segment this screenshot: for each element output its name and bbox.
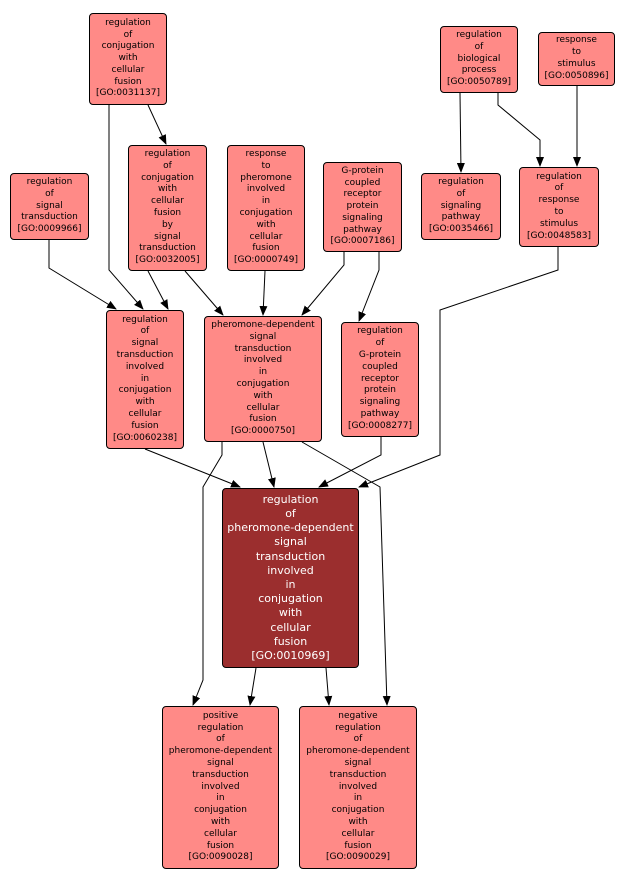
- edge-GO0000749-to-GO0000750: [259, 270, 268, 316]
- go-term-node-go0048583[interactable]: regulation of response to stimulus [GO:0…: [519, 167, 599, 247]
- go-term-node-go0007186[interactable]: G-protein coupled receptor protein signa…: [323, 162, 402, 252]
- go-term-node-go0031137[interactable]: regulation of conjugation with cellular …: [89, 13, 167, 105]
- edge-GO0048583-to-GO0010969: [144, 448, 241, 488]
- edge-GO0050789-to-GO0035466: [456, 92, 465, 173]
- edge-GO0050789-to-GO0048583: [497, 93, 544, 167]
- go-term-label: positive regulation of pheromone-depende…: [168, 710, 273, 863]
- go-term-node-go0000749[interactable]: response to pheromone involved in conjug…: [227, 145, 305, 271]
- go-term-node-go0010969[interactable]: regulation of pheromone-dependent signal…: [222, 488, 359, 668]
- edge-GO0035466-to-GO0008277: [358, 247, 559, 488]
- go-term-label: regulation of biological process [GO:005…: [446, 30, 512, 88]
- go-term-label: regulation of signaling pathway [GO:0035…: [428, 177, 494, 235]
- edge-GO0010969-to-GO0090028: [324, 667, 333, 706]
- go-term-node-go0008277[interactable]: regulation of G-protein coupled receptor…: [341, 322, 419, 437]
- go-term-label: response to stimulus [GO:0050896]: [544, 35, 609, 81]
- go-term-label: regulation of signal transduction involv…: [112, 314, 178, 443]
- go-term-node-go0090029[interactable]: negative regulation of pheromone-depende…: [299, 706, 417, 869]
- edge-GO0032005-to-GO0000750: [184, 270, 224, 316]
- edge-GO0007186-to-GO0000750: [301, 252, 345, 316]
- edge-GO0007186-to-GO0008277: [358, 252, 380, 322]
- edge-GO0031137-to-GO0060238: [108, 105, 144, 310]
- edge-GO0008277-to-GO0010969: [192, 442, 223, 706]
- go-term-node-go0000750[interactable]: pheromone-dependent signal transduction …: [204, 316, 322, 442]
- go-term-node-go0032005[interactable]: regulation of conjugation with cellular …: [128, 145, 207, 271]
- go-term-node-go0035466[interactable]: regulation of signaling pathway [GO:0035…: [421, 173, 501, 240]
- go-term-node-go0050896[interactable]: response to stimulus [GO:0050896]: [538, 32, 615, 86]
- go-term-label: regulation of conjugation with cellular …: [135, 149, 200, 266]
- edge-GO0032005-to-GO0060238: [147, 270, 169, 310]
- go-term-label: regulation of G-protein coupled receptor…: [347, 326, 413, 431]
- edge-GO0031137-to-GO0032005: [147, 104, 167, 145]
- go-term-label: regulation of conjugation with cellular …: [95, 17, 161, 99]
- go-term-label: regulation of response to stimulus [GO:0…: [526, 171, 592, 241]
- go-term-node-go0050789[interactable]: regulation of biological process [GO:005…: [440, 26, 518, 93]
- go-term-label: regulation of signal transduction [GO:00…: [17, 177, 82, 235]
- go-term-label: response to pheromone involved in conjug…: [233, 149, 299, 266]
- edge-GO0000750-to-GO0090029: [247, 667, 257, 706]
- go-term-label: G-protein coupled receptor protein signa…: [330, 165, 395, 247]
- edge-GO0000750-to-GO0010969: [318, 437, 382, 488]
- edge-GO0009966-to-GO0060238: [48, 240, 117, 310]
- go-term-label: pheromone-dependent signal transduction …: [211, 320, 315, 437]
- go-term-node-go0090028[interactable]: positive regulation of pheromone-depende…: [162, 706, 279, 869]
- go-term-label: negative regulation of pheromone-depende…: [306, 710, 410, 863]
- go-term-label: regulation of pheromone-dependent signal…: [227, 492, 354, 663]
- edge-GO0000750-to-GO0090028: [301, 441, 391, 706]
- edge-GO0060238-to-GO0010969: [262, 441, 276, 488]
- go-term-node-go0009966[interactable]: regulation of signal transduction [GO:00…: [10, 173, 89, 240]
- go-term-node-go0060238[interactable]: regulation of signal transduction involv…: [106, 310, 184, 449]
